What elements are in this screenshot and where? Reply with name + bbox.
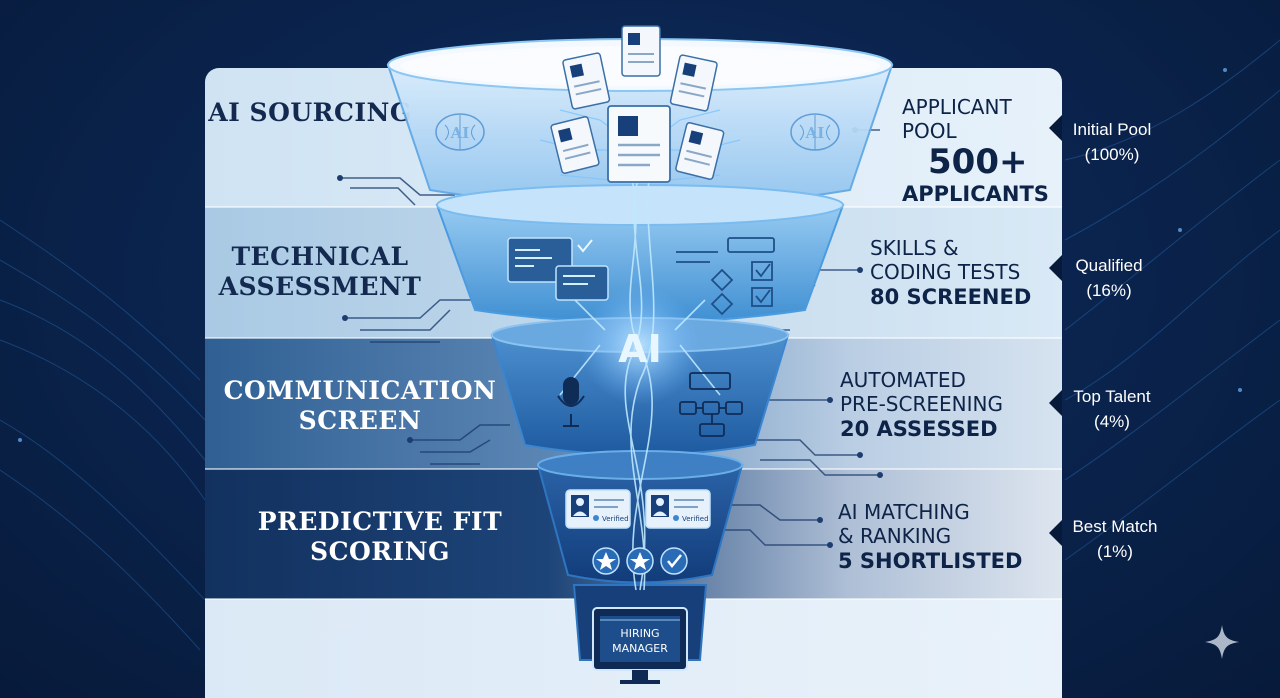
stage-4-value: 5 SHORTLISTED [838,549,1023,573]
stage-1-pct-value: (100%) [1084,145,1140,164]
stage-2-value: 80 SCREENED [870,285,1032,309]
star-badge-icon [626,547,654,575]
stage-2-label-1: SKILLS & [870,236,959,260]
stage-3-pct-label: Top Talent [1073,387,1151,406]
verified-label: Verified [602,515,629,523]
stage-4-percentage: Best Match (1%) [1055,514,1175,564]
hiring-manager-line-2: MANAGER [612,642,668,655]
stage-1-label: APPLICANT POOL [902,95,1012,143]
profile-card-icon: Verified [645,489,711,529]
stage-title-ai-sourcing: AI SOURCING [208,98,412,127]
stage-title-technical-assessment: TECHNICAL ASSESSMENT [218,242,422,301]
sparkle-icon [1205,625,1239,659]
stage-1-percentage: Initial Pool (100%) [1052,117,1172,167]
stage-title-predictive-fit-scoring: PREDICTIVE FIT SCORING [257,507,503,566]
stage-4-label-1: AI MATCHING [838,500,970,524]
star-badge-icon [660,547,688,575]
hiring-manager-line-1: HIRING [620,627,659,640]
pointer-notch [1049,255,1062,281]
brain-ai-label: AI [450,124,470,142]
pointer-notch [1049,390,1062,416]
stage-3-pct-value: (4%) [1094,412,1130,431]
pointer-notch [1049,115,1062,141]
stage-1-count: 500+ [928,142,1028,182]
brain-ai-label: AI [805,124,825,142]
profile-card-icon: Verified [565,489,631,529]
resume-icon [607,105,671,183]
stage-4-info: AI MATCHING & RANKING 5 SHORTLISTED [838,500,1038,574]
resume-icon [550,116,600,174]
resume-icon [562,52,611,110]
stage-3-label-2: PRE-SCREENING [840,392,1003,416]
flowchart-icon [676,237,775,316]
stage-2-pct-value: (16%) [1086,281,1132,300]
brain-icon: AI [790,113,840,151]
verified-label: Verified [682,515,709,523]
resume-icon [621,25,661,77]
star-badge-icon [592,547,620,575]
stage-3-info: AUTOMATED PRE-SCREENING 20 ASSESSED [840,368,1040,442]
pointer-notch [1049,520,1062,546]
stage-title-communication-screen: COMMUNICATION SCREEN [223,376,497,435]
code-window-icon [507,237,609,301]
stage-2-info: SKILLS & CODING TESTS 80 SCREENED [870,236,1050,310]
stage-2-label-2: CODING TESTS [870,260,1021,284]
stage-4-pct-label: Best Match [1072,517,1158,536]
stage-1-value: APPLICANTS [902,182,1049,206]
stage-1-pct-label: Initial Pool [1072,120,1152,139]
brain-icon: AI [435,113,485,151]
stage-4-label-2: & RANKING [838,524,952,548]
resume-icon [675,122,725,180]
stage-4-pct-value: (1%) [1097,542,1133,561]
microphone-icon [557,377,585,427]
monitor-icon: HIRING MANAGER [592,607,688,684]
stage-1-info: APPLICANT POOL 500+ APPLICANTS [902,95,1062,207]
stage-3-label-1: AUTOMATED [840,368,966,392]
stage-2-pct-label: Qualified [1075,256,1143,275]
stage-2-percentage: Qualified (16%) [1049,253,1169,303]
stage-3-percentage: Top Talent (4%) [1052,384,1172,434]
stage-3-value: 20 ASSESSED [840,417,998,441]
resume-icon [669,54,718,112]
flowchart-icon [679,372,743,437]
center-ai-label: AI [618,327,662,371]
